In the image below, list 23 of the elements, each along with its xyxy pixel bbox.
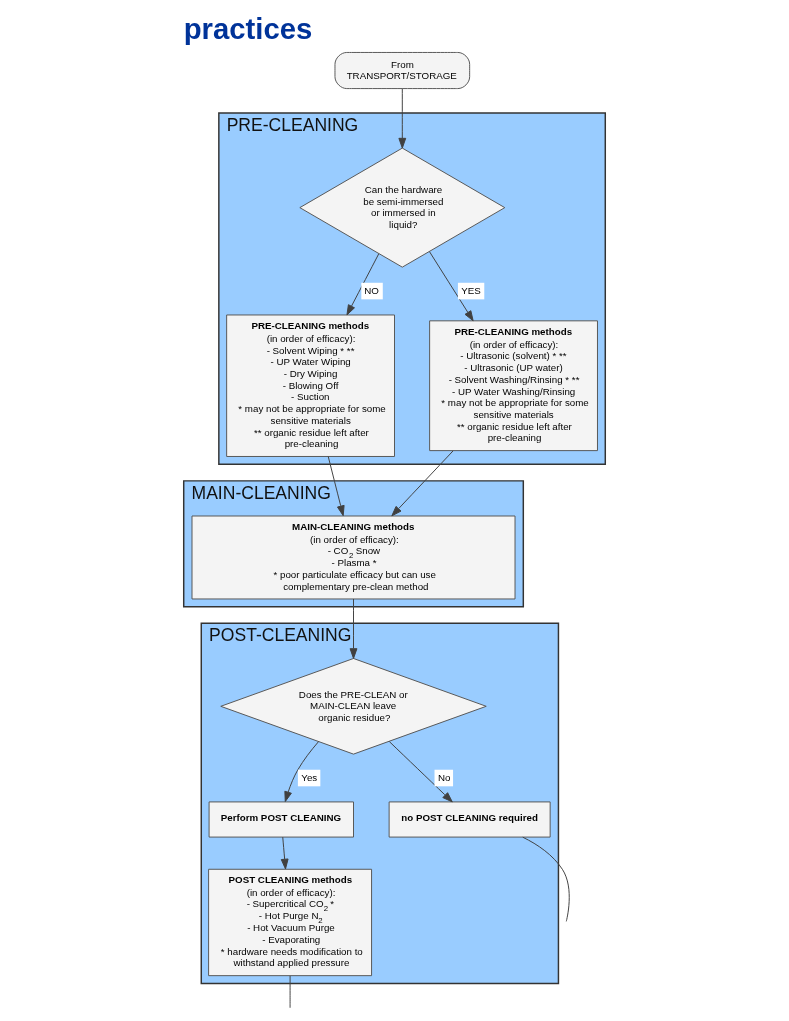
node-box: PRE-CLEANING methods (in order of efficacy): - Solvent Wiping * ** - UP Water Wiping - Dry Wiping - Blowing Off - Suction * may not be appropriate for some sensitive materials ** organic residue left after pre-cleaning	[226, 314, 395, 457]
node-box: PRE-CLEANING methods (in order of efficacy): - Ultrasonic (solvent) * ** - Ultrasonic (UP water) - Solvent Washing/Rinsing * ** - UP Water Washing/Rinsing * may not be appropriate for some sensitive materials ** organic residue left after pre-cleaning	[429, 320, 598, 452]
edge-label: NO	[364, 284, 379, 296]
arrow	[398, 88, 407, 149]
node-box: POST CLEANING methods (in order of efficacy): - Supercritical CO$_{2}$ * - Hot Purge N$_{2}$ - Hot Vacuum Purge - Evaporating * hardware needs modification to withstand applied pressure	[208, 868, 373, 977]
node-box: From TRANSPORT/STORAGE	[334, 51, 471, 90]
edge-label: Yes	[301, 771, 318, 783]
edge-label: YES	[461, 284, 481, 296]
diagram-title: practices	[183, 12, 313, 45]
edge-label: No	[437, 771, 451, 783]
connector	[522, 836, 570, 922]
node-diamond: Does the PRE-CLEAN or MAIN-CLEAN leave organic residue?	[220, 658, 487, 755]
arrow	[346, 253, 380, 316]
connector	[289, 975, 291, 1009]
node-box: no POST CLEANING required	[388, 801, 551, 838]
arrow	[280, 836, 289, 870]
arrow	[349, 598, 358, 659]
arrow	[391, 450, 454, 517]
node-diamond: Can the hardware be semi-immersed or immersed in liquid?	[299, 147, 506, 268]
node-box: Perform POST CLEANING	[208, 801, 354, 838]
arrow	[429, 251, 474, 322]
node-box: MAIN-CLEANING methods (in order of efficacy): - CO$_{2}$ Snow - Plasma * * poor particulate efficacy but can use complementary pre-clean method	[191, 515, 516, 600]
arrow	[327, 456, 345, 517]
